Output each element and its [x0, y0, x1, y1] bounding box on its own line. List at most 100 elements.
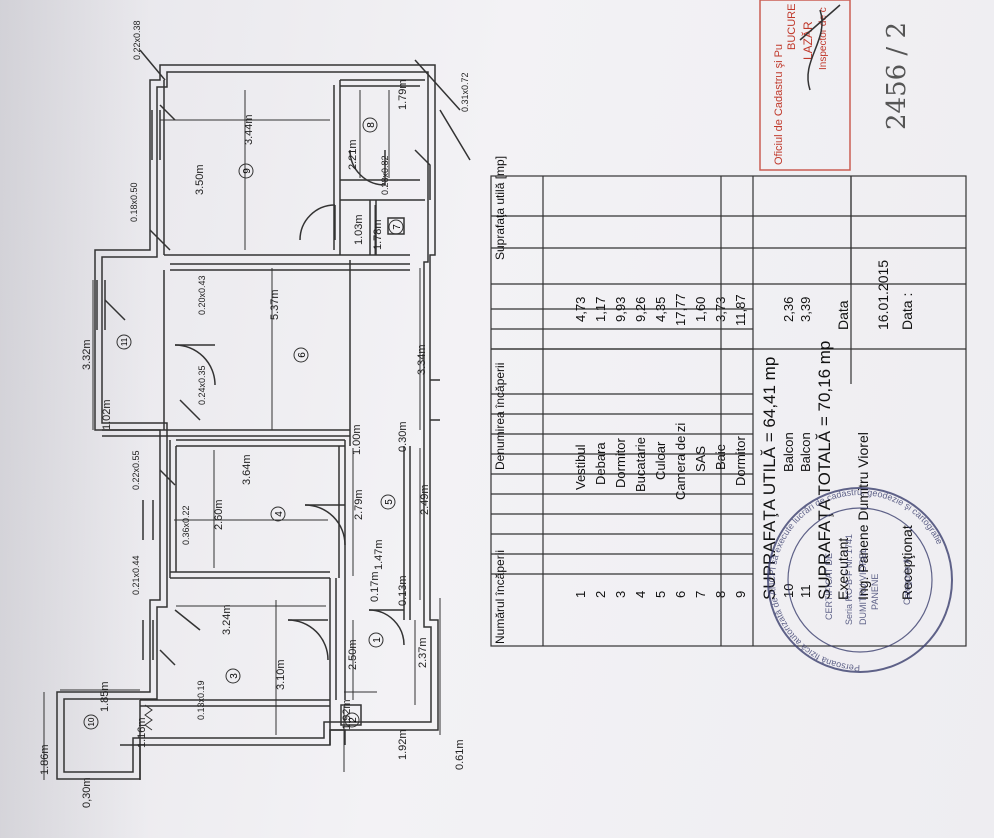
balcony-rows: 10 Balcon 2,36 11 Balcon 3,39 — [781, 297, 813, 598]
svg-text:Culoar: Culoar — [653, 441, 668, 480]
svg-text:SAS: SAS — [693, 446, 708, 472]
room-marker-11: 11 — [116, 334, 132, 350]
svg-text:7: 7 — [693, 591, 708, 598]
dim-2-60: 2.60m — [213, 499, 225, 530]
exec-label: Executant — [835, 538, 851, 600]
svg-text:5: 5 — [384, 499, 395, 505]
svg-text:8: 8 — [366, 122, 377, 128]
red-stamp-line: Oficiul de Cadastru şi Pu — [773, 44, 785, 165]
room-markers: 1 2 3 4 5 6 7 8 9 10 11 — [83, 117, 404, 730]
dim-0-28x0-82: 0.28x0.82 — [380, 155, 390, 195]
room-marker-1: 1 — [368, 632, 384, 648]
area-table — [490, 175, 967, 647]
svg-text:1: 1 — [372, 637, 383, 643]
red-stamp-line: Inspector de c — [818, 7, 829, 70]
dim-1-85: 1.85m — [99, 681, 111, 712]
svg-text:4,73: 4,73 — [573, 297, 588, 322]
stamp-line: CERTIFICAT DE — [824, 553, 834, 620]
svg-text:3: 3 — [613, 591, 628, 598]
stamp-line: PANENE — [870, 574, 880, 610]
svg-text:Dormitor: Dormitor — [733, 435, 748, 486]
svg-text:2: 2 — [593, 591, 608, 598]
dim-0-18x0-50: 0.18x0.50 — [129, 182, 139, 222]
svg-text:6: 6 — [673, 591, 688, 598]
table-texts: Numărul încăperii Denumirea încăperii Su… — [493, 156, 507, 644]
table-row: 1 Vestibul 4,73 — [573, 297, 588, 598]
th-area: Suprafaţa utilă [mp] — [493, 156, 507, 260]
red-stamp-line: BUCURE — [786, 4, 798, 50]
svg-text:11,87: 11,87 — [733, 294, 748, 326]
svg-text:8: 8 — [713, 591, 728, 598]
room-marker-3: 3 — [225, 668, 241, 684]
svg-text:4: 4 — [274, 511, 285, 517]
svg-text:5: 5 — [653, 591, 668, 598]
util-total: SUPRAFAŢA UTILĂ = 64,41 mp — [760, 357, 779, 600]
floor-plan — [56, 49, 471, 780]
exec-name: Ing. Panene Dumitru Viorel — [855, 432, 871, 600]
svg-text:9: 9 — [242, 168, 253, 174]
svg-text:9,26: 9,26 — [633, 297, 648, 322]
svg-text:1: 1 — [573, 591, 588, 598]
dim-1-16: 1.16m — [136, 717, 148, 748]
room-marker-4: 4 — [270, 506, 286, 522]
dim-0-24x0-35: 0.24x0.35 — [197, 365, 207, 405]
dim-3-24: 3.24m — [221, 604, 233, 635]
dim-3-44: 3.44m — [243, 114, 255, 145]
table-row: 2 Debara 1,17 — [593, 297, 608, 598]
dim-1-03: 1.03m — [353, 214, 365, 245]
dim-3-34: 3.34m — [416, 344, 428, 375]
table-row: 8 Baie 3,73 — [713, 297, 728, 598]
dim-0-30-b: 0.30m — [397, 421, 409, 452]
dim-0-13x0-19: 0.13x0.19 — [196, 680, 206, 720]
red-stamp: Oficiul de Cadastru şi Pu BUCURE LAZĂR I… — [759, 0, 851, 171]
svg-text:7: 7 — [392, 224, 403, 230]
handwritten-number: 2456 / 2 — [882, 22, 912, 130]
svg-text:Balcon: Balcon — [781, 432, 796, 472]
dim-1-78: 1.78m — [372, 219, 384, 250]
data-label: Data — [835, 300, 851, 330]
svg-text:9: 9 — [733, 591, 748, 598]
svg-text:1,60: 1,60 — [693, 297, 708, 322]
svg-text:2: 2 — [348, 717, 359, 723]
th-nr: Numărul încăperii — [493, 550, 507, 644]
dimension-lines — [43, 90, 441, 780]
room-marker-2: 2 — [344, 712, 360, 728]
room-marker-9: 9 — [238, 163, 254, 179]
dim-0-36x0-22: 0.36x0.22 — [181, 505, 191, 545]
stamp-line: Seria RO-B-F Nr. 1741 — [844, 534, 854, 625]
table-row: 11 Balcon 3,39 — [798, 297, 813, 598]
svg-text:3,73: 3,73 — [713, 297, 728, 322]
svg-text:4,35: 4,35 — [653, 297, 668, 322]
dim-1-02: 1.02m — [101, 399, 113, 430]
dim-2-50: 2.50m — [347, 639, 359, 670]
stamp-line: Categoria A — [902, 558, 912, 605]
dim-2-49: 2.49m — [419, 484, 431, 515]
svg-text:3: 3 — [229, 673, 240, 679]
dim-1-00: 1.00m — [351, 424, 363, 455]
dim-0-31x0-72: 0.31x0.72 — [460, 72, 470, 112]
dim-0-22x0-55: 0.22x0.55 — [131, 450, 141, 490]
dim-2-79: 2.79m — [353, 489, 365, 520]
svg-text:Baie: Baie — [713, 444, 728, 470]
dim-3-64: 3.64m — [241, 454, 253, 485]
svg-text:Camera de zi: Camera de zi — [673, 423, 688, 500]
room-marker-7: 7 — [388, 219, 404, 235]
dim-2-37: 2.37m — [417, 637, 429, 668]
svg-text:11: 11 — [798, 585, 813, 599]
table-row: 7 SAS 1,60 — [693, 297, 708, 598]
room-marker-5: 5 — [380, 494, 396, 510]
dim-1-79: 1.79m — [397, 79, 409, 110]
dim-1-92-a: 1.92m — [397, 729, 409, 760]
room-marker-6: 6 — [293, 347, 309, 363]
table-row: 5 Culoar 4,35 — [653, 297, 668, 598]
grand-total: SUPRAFAŢA TOTALĂ = 70,16 mp — [815, 341, 834, 600]
dim-3-10: 3.10m — [275, 659, 287, 690]
table-row: 3 Dormitor 9,93 — [613, 297, 628, 598]
svg-text:11: 11 — [120, 337, 129, 346]
dim-0-21x0-44: 0.21x0.44 — [131, 555, 141, 595]
th-name: Denumirea încăperii — [493, 363, 507, 470]
svg-text:9,93: 9,93 — [613, 297, 628, 322]
dim-0-30: 0,30m — [81, 777, 93, 808]
svg-text:17,77: 17,77 — [673, 293, 688, 326]
